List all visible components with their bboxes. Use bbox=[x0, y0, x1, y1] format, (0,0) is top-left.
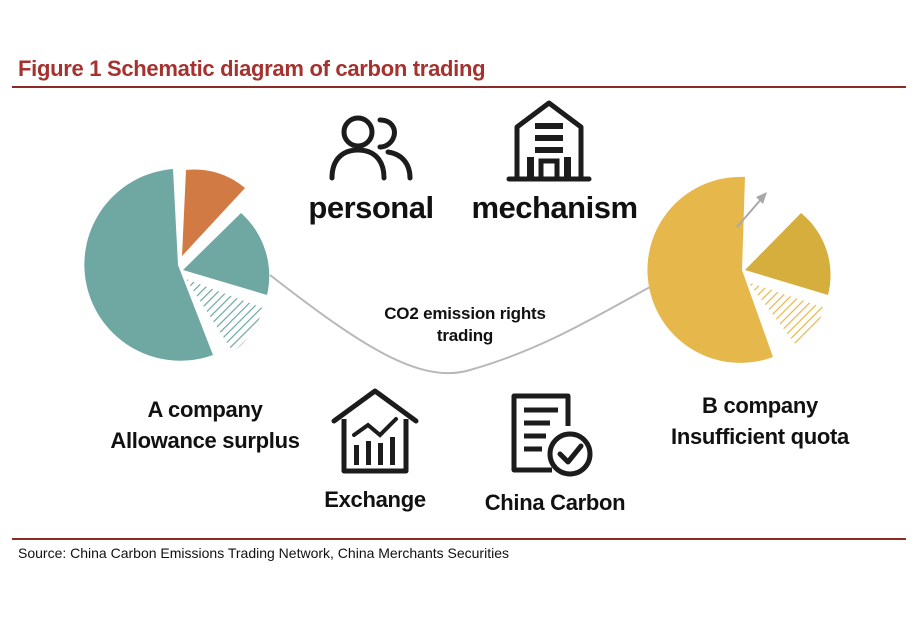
company-b-name: B company bbox=[702, 393, 818, 418]
building-icon bbox=[506, 100, 592, 182]
company-a-name: A company bbox=[147, 397, 263, 422]
company-b-pie bbox=[647, 176, 831, 363]
company-a-status: Allowance surplus bbox=[110, 428, 300, 453]
trading-connector bbox=[269, 274, 651, 375]
people-icon bbox=[329, 115, 413, 181]
china-carbon-label: China Carbon bbox=[484, 490, 626, 515]
trade-label-line1: CO2 emission rights bbox=[384, 304, 546, 323]
mechanism-label: mechanism bbox=[471, 190, 638, 225]
pie-b-hatched-slice bbox=[748, 282, 825, 345]
personal-label: personal bbox=[308, 190, 434, 225]
exchange-label: Exchange bbox=[324, 487, 426, 512]
pie-b-main-slice bbox=[647, 176, 773, 363]
pie-a-hatched-slice bbox=[186, 279, 263, 352]
pie-b-gold-slice bbox=[745, 213, 831, 295]
growth-arrow-icon bbox=[736, 192, 767, 228]
document-check-icon bbox=[511, 393, 593, 477]
pie-a-teal-slice bbox=[183, 213, 270, 295]
company-a-pie bbox=[84, 169, 270, 361]
exchange-house-chart-icon bbox=[331, 388, 419, 474]
figure-title: Figure 1 Schematic diagram of carbon tra… bbox=[18, 56, 486, 81]
pie-a-main-slice bbox=[84, 169, 213, 361]
source-rule bbox=[12, 538, 906, 540]
company-b-status: Insufficient quota bbox=[671, 424, 849, 449]
trade-label-line2: trading bbox=[436, 326, 494, 345]
pie-a-orange-slice bbox=[182, 169, 245, 256]
title-rule bbox=[12, 86, 906, 88]
source-note: Source: China Carbon Emissions Trading N… bbox=[18, 545, 509, 561]
